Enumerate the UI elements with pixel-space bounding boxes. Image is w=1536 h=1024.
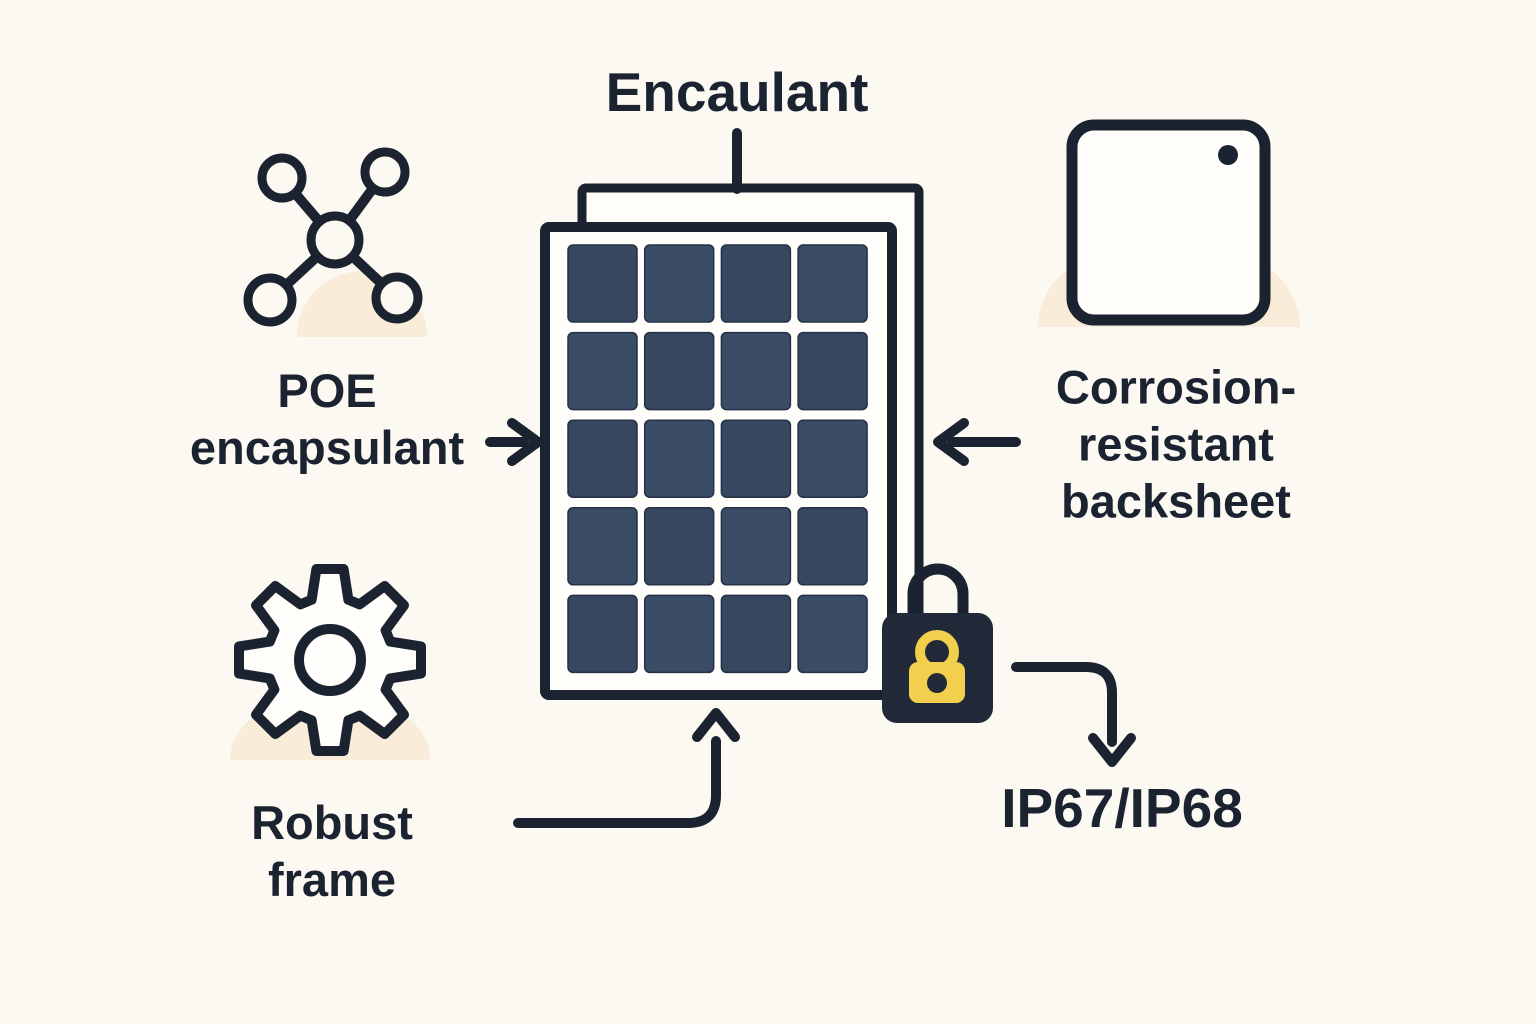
solar-cell: [720, 594, 792, 674]
padlock-icon: [882, 563, 993, 723]
ip-rating-arrow: [1011, 662, 1136, 767]
solar-cells-grid: [567, 244, 868, 674]
solar-cell: [567, 419, 638, 498]
gear-icon: [234, 564, 426, 756]
solar-cell: [643, 331, 715, 411]
solar-cell: [643, 507, 715, 586]
solar-cell: [720, 331, 792, 411]
solar-cell: [797, 594, 868, 674]
ip-rating-label: IP67/IP68: [1001, 777, 1243, 839]
padlock-shackle: [907, 563, 969, 628]
solar-cell: [797, 331, 868, 411]
molecule-icon: [243, 147, 423, 327]
poe-arrow: [485, 418, 543, 466]
solar-cell: [797, 419, 868, 498]
solar-cell: [720, 507, 792, 586]
solar-cell: [720, 419, 792, 498]
solar-cell: [567, 594, 638, 674]
solar-cell: [643, 419, 715, 498]
padlock-keyhole: [927, 673, 947, 693]
solar-cell: [797, 507, 868, 586]
corrosion-arrow: [933, 418, 1021, 466]
sheet-dot: [1218, 145, 1238, 165]
solar-cell: [567, 244, 638, 323]
solar-cell: [643, 244, 715, 323]
robust-frame-arrow: [513, 708, 740, 828]
encapsulant-top-label: Encaulant: [605, 61, 869, 123]
solar-cell: [720, 244, 792, 323]
corrosion-backsheet-label: Corrosion- resistant backsheet: [1055, 360, 1297, 528]
backsheet-sheet-icon: [1066, 119, 1271, 326]
poe-encapsulant-label: POE encapsulant: [189, 364, 465, 474]
solar-cell: [567, 507, 638, 586]
solar-cell: [643, 594, 715, 674]
solar-cell: [797, 244, 868, 323]
robust-frame-label: Robust frame: [251, 796, 413, 906]
solar-cell: [567, 331, 638, 411]
